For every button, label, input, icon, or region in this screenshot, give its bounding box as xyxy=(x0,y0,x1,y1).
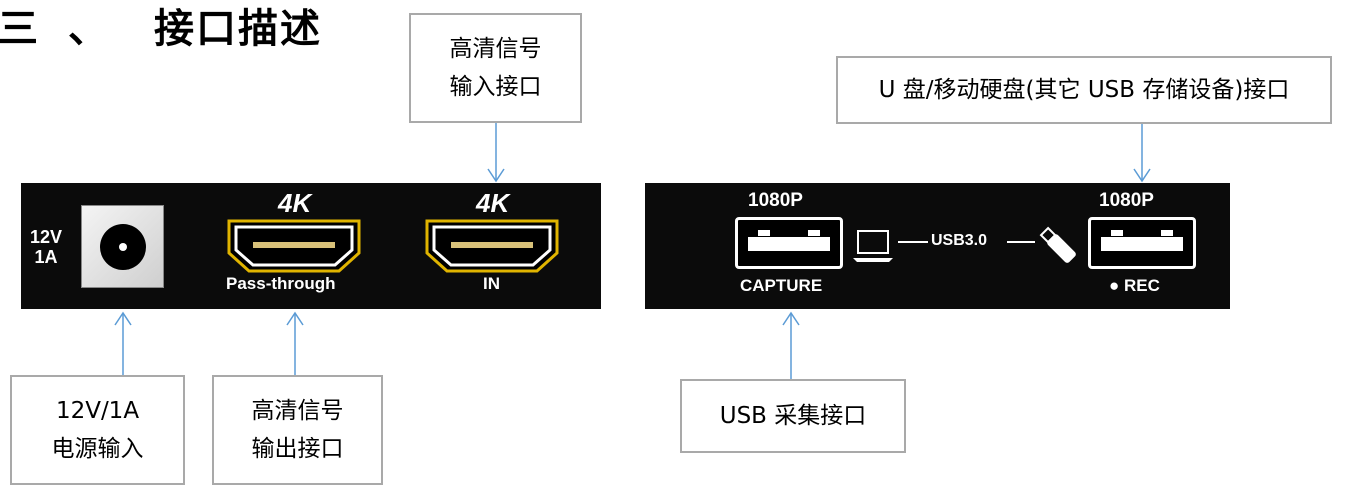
callout-line: 12V/1A xyxy=(55,398,140,424)
passthrough-4k-badge: 4K xyxy=(278,188,312,218)
callout-usb-capture: USB 采集接口 xyxy=(680,379,906,453)
usb-port-tongue xyxy=(1101,237,1183,251)
usb-port-tongue xyxy=(748,237,830,251)
usb-a-port-icon xyxy=(735,217,843,269)
hdmi-port-icon xyxy=(227,219,361,273)
callout-usb-storage: U 盘/移动硬盘(其它 USB 存储设备)接口 xyxy=(836,56,1332,124)
passthrough-label: Pass-through xyxy=(226,274,336,293)
in-label: IN xyxy=(483,274,500,293)
section-separator: 、 xyxy=(68,6,110,52)
callout-line: USB 采集接口 xyxy=(719,403,867,429)
usb-port-tab xyxy=(1161,230,1173,236)
arrow-to-hdmi-out xyxy=(286,311,304,375)
usb-port-tab xyxy=(808,230,820,236)
hdmi-port-icon xyxy=(425,219,559,273)
arrow-to-usb-storage xyxy=(1133,124,1151,183)
in-4k-badge: 4K xyxy=(476,188,510,218)
arrow-to-hdmi-in xyxy=(487,123,505,183)
callout-line: 电源输入 xyxy=(51,436,144,462)
callout-line: 高清信号 xyxy=(449,36,542,62)
section-title: 接口描述 xyxy=(154,6,322,52)
usb-link-line-right xyxy=(1007,241,1035,243)
callout-line: 输入接口 xyxy=(449,74,542,100)
laptop-icon xyxy=(853,230,893,262)
callout-line: 高清信号 xyxy=(251,398,344,424)
section-number: 三 xyxy=(0,6,40,52)
callout-line: U 盘/移动硬盘(其它 USB 存储设备)接口 xyxy=(878,77,1290,103)
arrow-to-power-jack xyxy=(114,311,132,375)
callout-line: 输出接口 xyxy=(251,436,344,462)
usb-port-tab xyxy=(758,230,770,236)
usb-link-line-left xyxy=(898,241,928,243)
capture-label: CAPTURE xyxy=(740,276,823,295)
rec-label: ● REC xyxy=(1109,276,1160,295)
callout-hdmi-output: 高清信号 输出接口 xyxy=(212,375,383,485)
usb-a-port-icon xyxy=(1088,217,1196,269)
callout-power-input: 12V/1A 电源输入 xyxy=(10,375,185,485)
power-spec-label: 12V 1A xyxy=(30,227,63,267)
dc-jack-pin xyxy=(118,242,127,251)
usb-flash-drive-icon xyxy=(1039,226,1076,263)
rec-1080p-badge: 1080P xyxy=(1099,190,1154,211)
usb3-label: USB3.0 xyxy=(931,232,988,249)
callout-hdmi-input: 高清信号 输入接口 xyxy=(409,13,582,123)
capture-1080p-badge: 1080P xyxy=(748,190,803,211)
arrow-to-usb-capture xyxy=(782,311,800,379)
dc-power-jack-icon xyxy=(81,205,164,288)
section-heading: 三、接口描述 xyxy=(0,0,322,54)
usb-port-tab xyxy=(1111,230,1123,236)
